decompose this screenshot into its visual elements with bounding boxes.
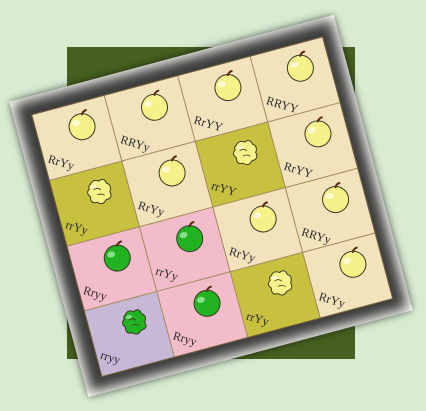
yellow-round-pea-icon bbox=[332, 243, 374, 285]
genotype-label: rrYy bbox=[154, 263, 180, 284]
genotype-label: rrYy bbox=[64, 217, 90, 238]
green-round-pea-icon bbox=[186, 282, 228, 324]
yellow-round-pea-icon bbox=[314, 177, 356, 219]
genotype-label: RrYy bbox=[46, 152, 76, 174]
genotype-label: rrYy bbox=[244, 309, 270, 330]
yellow-round-pea-icon bbox=[134, 85, 176, 127]
genotype-label: RRYy bbox=[119, 132, 152, 155]
genotype-label: RrYY bbox=[191, 113, 223, 136]
yellow-round-pea-icon bbox=[241, 197, 283, 239]
genotype-label: RrYy bbox=[227, 244, 257, 266]
green-wrinkled-pea-icon bbox=[114, 301, 156, 343]
genotype-label: rrYY bbox=[209, 178, 238, 200]
yellow-wrinkled-pea-icon bbox=[79, 170, 121, 212]
genotype-label: RRYy bbox=[299, 224, 332, 247]
genotype-label: RrYy bbox=[317, 290, 347, 312]
yellow-round-pea-icon bbox=[279, 46, 321, 88]
genotype-label: RrYy bbox=[136, 198, 166, 220]
yellow-round-pea-icon bbox=[61, 105, 103, 147]
yellow-round-pea-icon bbox=[206, 66, 248, 108]
green-round-pea-icon bbox=[96, 236, 138, 278]
genotype-label: Rryy bbox=[81, 283, 108, 304]
genotype-label: Rryy bbox=[171, 329, 198, 350]
punnett-square-grid: RrYy RRYy RrYY RRYY rrYy RrYy rrYY RrYY … bbox=[31, 36, 393, 377]
green-round-pea-icon bbox=[169, 216, 211, 258]
genotype-label: RrYY bbox=[282, 159, 314, 182]
genotype-label: RRYY bbox=[264, 93, 300, 117]
genotype-label: rryy bbox=[99, 348, 123, 368]
yellow-round-pea-icon bbox=[297, 112, 339, 154]
yellow-wrinkled-pea-icon bbox=[224, 131, 266, 173]
yellow-round-pea-icon bbox=[151, 151, 193, 193]
yellow-wrinkled-pea-icon bbox=[259, 262, 301, 304]
